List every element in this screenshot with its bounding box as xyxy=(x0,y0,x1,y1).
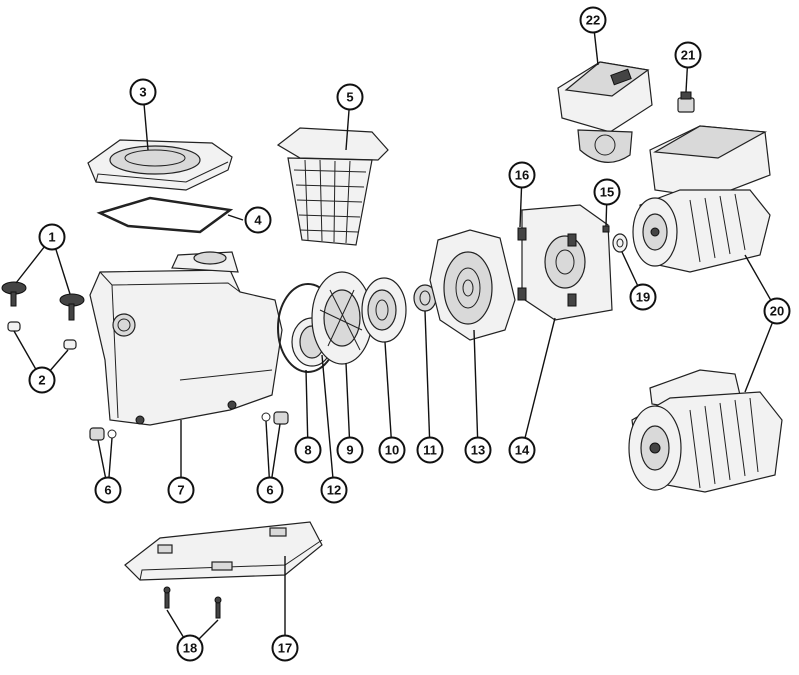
svg-text:20: 20 xyxy=(770,304,784,319)
callout-19: 19 xyxy=(629,283,657,311)
svg-text:21: 21 xyxy=(681,48,695,63)
vs-motor xyxy=(632,125,771,273)
callout-16: 16 xyxy=(508,161,536,189)
svg-text:16: 16 xyxy=(515,168,529,183)
callout-18: 18 xyxy=(176,634,204,662)
seal-housing xyxy=(429,229,516,341)
svg-text:10: 10 xyxy=(385,443,399,458)
svg-text:7: 7 xyxy=(177,483,184,498)
svg-text:8: 8 xyxy=(304,443,311,458)
svg-text:13: 13 xyxy=(471,443,485,458)
base-screws xyxy=(163,586,222,619)
callout-13: 13 xyxy=(464,436,492,464)
lid-knobs xyxy=(1,281,85,321)
callout-9: 9 xyxy=(336,436,364,464)
cable-fitting xyxy=(677,91,695,113)
single-speed-motor xyxy=(628,369,783,493)
callout-4: 4 xyxy=(244,206,272,234)
callout-7: 7 xyxy=(167,476,195,504)
lid-o-ring xyxy=(96,196,234,234)
svg-text:6: 6 xyxy=(104,483,111,498)
impeller xyxy=(311,271,373,365)
svg-text:5: 5 xyxy=(346,90,353,105)
pump-base xyxy=(124,521,323,581)
svg-text:3: 3 xyxy=(139,85,146,100)
strainer-lid xyxy=(87,139,233,191)
callout-21: 21 xyxy=(674,41,702,69)
svg-text:11: 11 xyxy=(423,443,437,458)
drain-plugs xyxy=(89,411,289,441)
svg-text:22: 22 xyxy=(586,13,600,28)
callout-11: 11 xyxy=(416,436,444,464)
callout-3: 3 xyxy=(129,78,157,106)
svg-text:19: 19 xyxy=(636,290,650,305)
callout-22: 22 xyxy=(579,6,607,34)
svg-text:2: 2 xyxy=(38,373,45,388)
callout-6-right: 6 xyxy=(256,476,284,504)
inserts xyxy=(7,321,77,350)
callout-8: 8 xyxy=(294,436,322,464)
callout-10: 10 xyxy=(378,436,406,464)
svg-text:14: 14 xyxy=(515,443,530,458)
svg-text:12: 12 xyxy=(327,483,341,498)
svg-text:6: 6 xyxy=(266,483,273,498)
pump-housing xyxy=(89,251,283,426)
callout-14: 14 xyxy=(508,436,536,464)
callout-2: 2 xyxy=(28,366,56,394)
svg-text:18: 18 xyxy=(183,641,197,656)
svg-text:1: 1 xyxy=(48,230,55,245)
callout-6-left: 6 xyxy=(94,476,122,504)
variable-speed-drive xyxy=(557,61,653,163)
seal-plate xyxy=(361,277,407,343)
svg-text:4: 4 xyxy=(254,213,262,228)
callout-15: 15 xyxy=(593,178,621,206)
callout-12: 12 xyxy=(320,476,348,504)
callout-17: 17 xyxy=(271,634,299,662)
svg-text:15: 15 xyxy=(600,185,614,200)
svg-text:9: 9 xyxy=(346,443,353,458)
callout-5: 5 xyxy=(336,83,364,111)
motor-bracket xyxy=(517,204,613,321)
callout-1: 1 xyxy=(38,223,66,251)
callout-20: 20 xyxy=(763,297,791,325)
strainer-basket xyxy=(276,127,389,246)
svg-text:17: 17 xyxy=(278,641,292,656)
